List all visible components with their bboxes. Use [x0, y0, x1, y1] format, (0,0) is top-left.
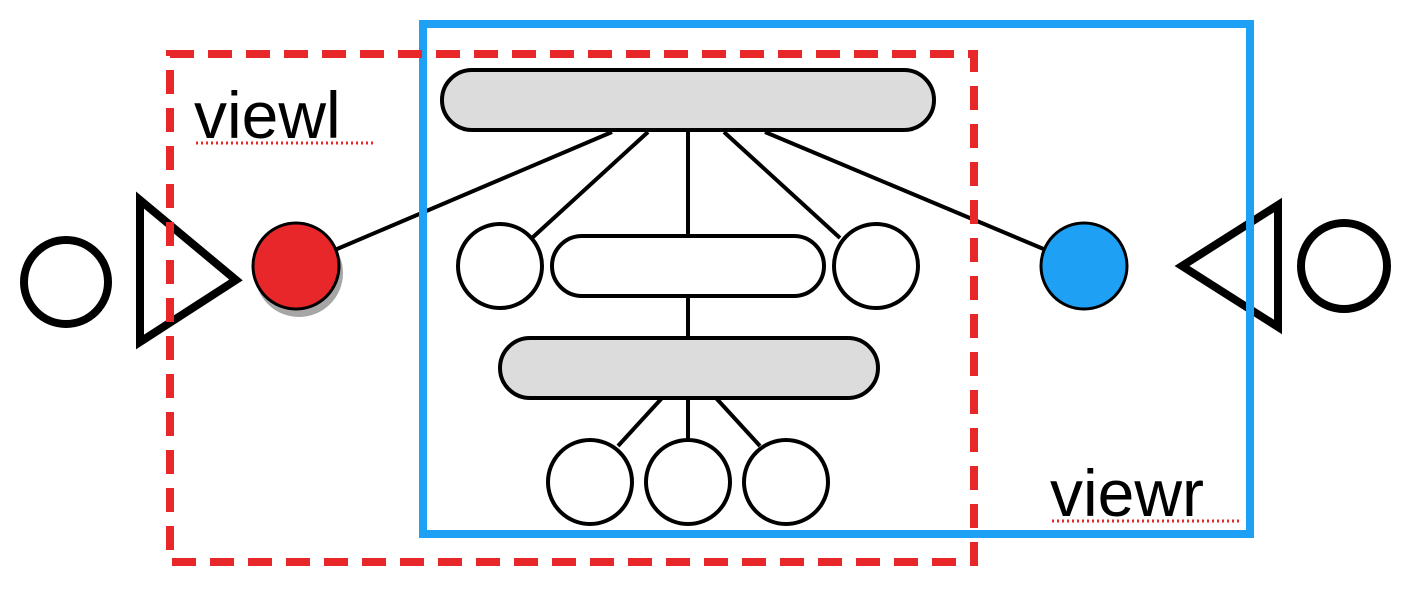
left-endpoint-circle [20, 236, 112, 328]
edge-root-to-red-node [329, 130, 613, 254]
left-pointing-triangle [1174, 197, 1282, 335]
child-circle-left [456, 222, 544, 310]
triangle-right-with-circle-icon [20, 191, 243, 350]
root-gray-pill [440, 68, 936, 132]
child-circle-right [832, 222, 920, 310]
tree-nodes [440, 68, 936, 526]
leaf-circle-3 [742, 438, 830, 526]
left-red-node [251, 221, 341, 311]
triangle-left-with-circle-icon [1174, 197, 1391, 335]
leaf-circle-1 [546, 438, 634, 526]
left-view-box [166, 50, 978, 566]
right-endpoint-circle [1297, 219, 1391, 313]
child-white-pill [550, 234, 826, 298]
left-view-label: viewl [194, 78, 341, 152]
right-view-box [419, 20, 1254, 538]
edges [329, 130, 1047, 448]
right-view-label: viewr [1050, 456, 1204, 530]
right-blue-node [1039, 221, 1129, 311]
edge-root-to-child-circle-2 [722, 130, 842, 240]
leaf-circle-2 [644, 438, 732, 526]
grandchild-gray-pill [498, 336, 880, 400]
edge-gray-pill-to-leaf-1 [616, 396, 664, 448]
edge-gray-pill-to-leaf-3 [714, 396, 762, 448]
edge-root-to-blue-node [764, 130, 1047, 252]
edge-root-to-child-circle-1 [530, 130, 650, 240]
right-pointing-triangle [136, 191, 243, 350]
